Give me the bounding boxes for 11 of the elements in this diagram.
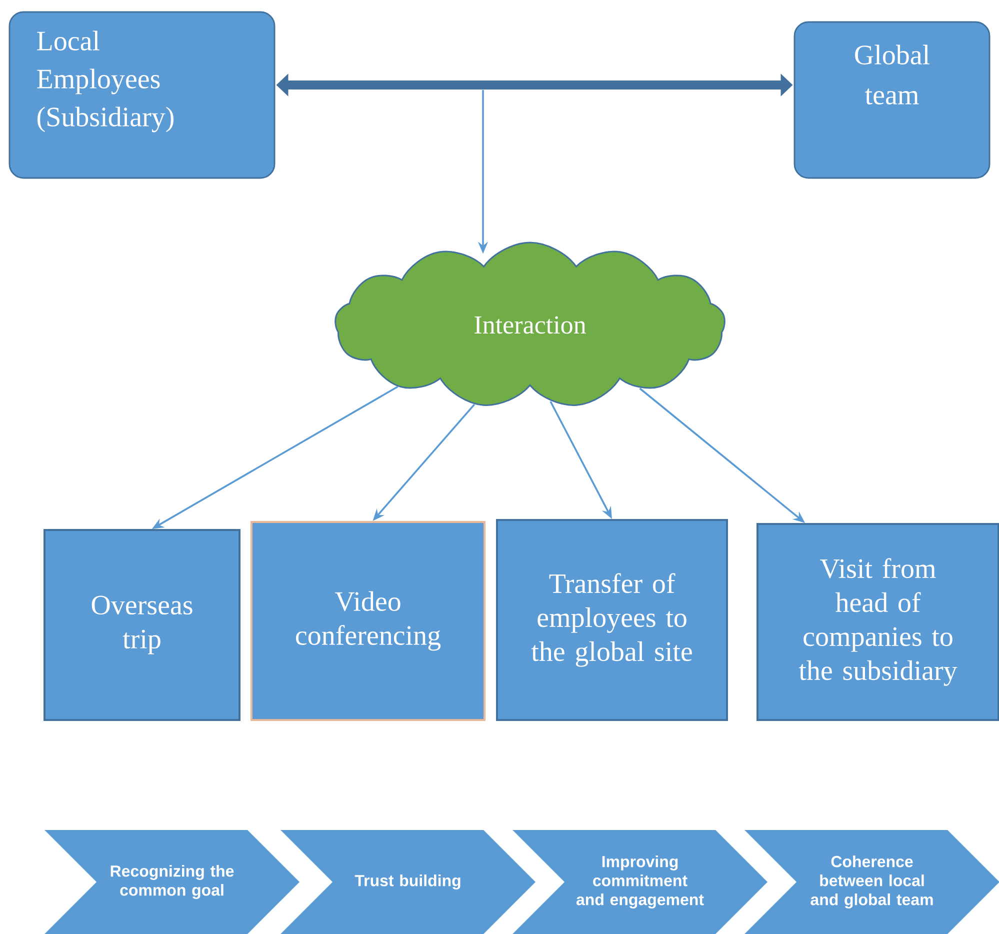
rounded-box: Local Employees (Subsidiary) bbox=[8, 11, 276, 179]
rounded-box: Global team bbox=[794, 21, 990, 179]
process-step: Recognizing the common goal bbox=[44, 830, 300, 934]
process-box: Overseas trip bbox=[44, 529, 240, 721]
process-step: Coherence between local and global team bbox=[744, 830, 999, 934]
process-step: Improving commitment and engagement bbox=[512, 830, 768, 934]
process-step: Trust building bbox=[280, 830, 536, 934]
process-box: Visit from head of companies to the subsidiary bbox=[756, 523, 999, 721]
process-box: Transfer of employees to the global site bbox=[496, 519, 728, 721]
process-box: Video conferencing bbox=[250, 521, 486, 721]
cloud: Interaction bbox=[334, 242, 726, 406]
